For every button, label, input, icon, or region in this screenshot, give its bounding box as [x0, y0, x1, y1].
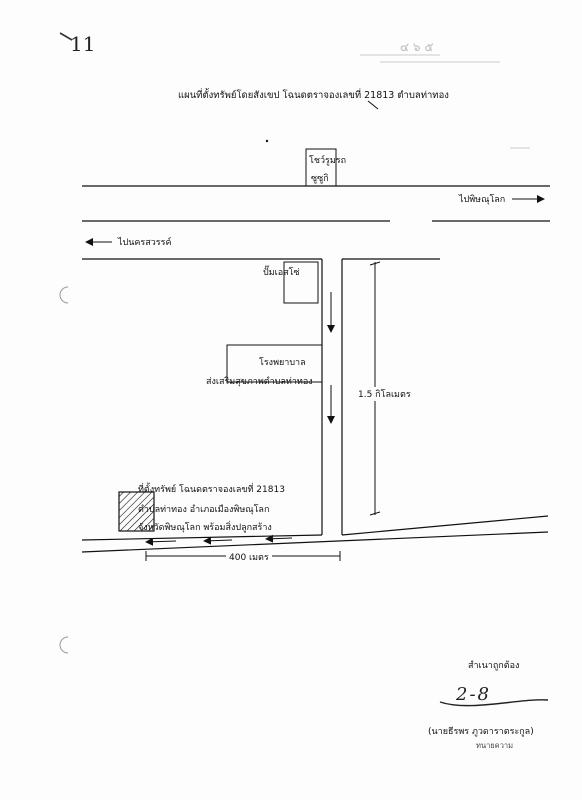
signer-role: ทนายความ — [476, 741, 514, 750]
property-label-line1: ที่ตั้งทรัพย์ โฉนดตราจองเลขที่ 21813 — [138, 485, 285, 495]
map-title: แผนที่ตั้งทรัพย์โดยสังเขป โฉนดตราจองเลขท… — [178, 90, 449, 101]
bleed-stamp: ๔ ๖ ๕ — [400, 40, 434, 54]
title-tick — [367, 100, 379, 110]
property-label-line2: ตำบลท่าทอง อำเภอเมืองพิษณุโลก — [138, 505, 270, 515]
gas-station-box — [283, 261, 319, 304]
property-label-line3: จังหวัดพิษณุโลก พร้อมสิ่งปลูกสร้าง — [138, 523, 272, 533]
showroom-sub-label: ซูซูกิ — [311, 174, 329, 184]
arrow-left-3 — [145, 537, 177, 546]
page-number: 11 — [70, 32, 96, 56]
hospital-box — [226, 344, 323, 383]
property-parcel — [118, 491, 155, 532]
signer-name: (นายธีรพร ภูวดาราตระกูล) — [428, 727, 534, 737]
certified-copy-text: สำเนาถูกต้อง — [468, 661, 520, 671]
side-road — [321, 259, 343, 535]
signature: 2-8 — [456, 684, 491, 705]
dot-mark — [265, 139, 269, 143]
to-nakhonsawan-label: ไปนครสวรรค์ — [118, 238, 172, 248]
showroom-box — [305, 148, 337, 187]
arrow-left-2 — [265, 534, 293, 543]
bottom-road — [81, 515, 549, 553]
hospital-label: โรงพยาบาล — [259, 358, 306, 368]
gas-station-label: ปั๊มเอสโซ่ — [263, 268, 300, 278]
distance-horizontal-label: 400 เมตร — [226, 550, 272, 564]
faint-bleed-marks — [360, 54, 530, 149]
showroom-label: โชว์รูมรถ — [309, 156, 347, 166]
page-number-mark — [59, 32, 73, 41]
hospital-sub-label: ส่งเสริมสุขภาพตำบลท่าทอง — [206, 377, 313, 387]
punch-holes — [59, 286, 69, 654]
to-phitsanulok-label: ไปพิษณุโลก — [459, 195, 506, 205]
arrow-left-1 — [203, 536, 233, 545]
distance-vertical-label: 1.5 กิโลเมตร — [356, 387, 413, 401]
signature-strokes — [439, 699, 549, 707]
